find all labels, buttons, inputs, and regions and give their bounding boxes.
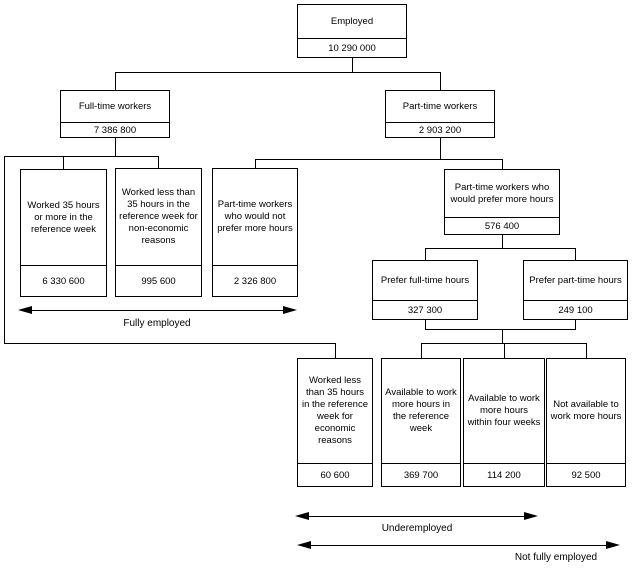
connector-line (425, 248, 426, 260)
connector-line (63, 156, 64, 169)
node-value: 10 290 000 (298, 38, 406, 57)
left-arrowhead-icon (295, 512, 309, 520)
node-pt-would-prefer: Part-time workers who would prefer more … (444, 169, 560, 235)
connector-line (440, 72, 441, 90)
node-value: 92 500 (547, 463, 625, 486)
node-label: Worked less than 35 hours in the referen… (301, 375, 368, 446)
node-employed: Employed 10 290 000 (297, 4, 407, 58)
node-value: 576 400 (445, 217, 559, 234)
connector-line (4, 343, 336, 344)
connector-line (425, 329, 576, 330)
connector-line (575, 248, 576, 260)
right-arrowhead-icon (524, 512, 538, 520)
connector-line (255, 159, 503, 160)
connector-line (425, 320, 426, 329)
node-label: Available to work more hours within four… (467, 393, 541, 428)
node-value: 249 100 (524, 300, 627, 319)
node-value: 995 600 (116, 265, 201, 296)
right-arrowhead-icon (606, 541, 620, 549)
node-pt-would-not-prefer: Part-time workers who would not prefer m… (212, 168, 298, 297)
connector-line (115, 72, 116, 90)
node-value: 114 200 (464, 463, 544, 486)
node-label: Part-time workers who would prefer more … (450, 181, 554, 205)
node-label: Worked 35 hours or more in the reference… (27, 199, 100, 235)
connector-line (115, 72, 441, 73)
node-value: 60 600 (298, 463, 372, 486)
connector-line (335, 343, 336, 358)
connector-line (502, 235, 503, 248)
node-label: Prefer part-time hours (529, 274, 622, 286)
arrow-line (309, 545, 609, 546)
connector-line (255, 159, 256, 168)
node-available-four-weeks: Available to work more hours within four… (463, 358, 545, 487)
connector-line (575, 320, 576, 329)
node-label: Employed (330, 15, 374, 27)
connector-line (115, 138, 116, 156)
node-label: Not available to work more hours (550, 399, 622, 422)
connector-line (586, 343, 587, 358)
node-value: 7 386 800 (61, 122, 169, 137)
node-label: Available to work more hours in the refe… (385, 387, 457, 434)
connector-line (504, 343, 505, 358)
node-value: 6 330 600 (21, 265, 106, 296)
node-value: 2 903 200 (386, 122, 494, 137)
arrow-line (307, 516, 527, 517)
node-label: Worked less than 35 hours in the referen… (119, 187, 198, 246)
right-arrowhead-icon (283, 306, 297, 314)
node-label: Prefer full-time hours (380, 274, 470, 286)
node-worked-35-or-more: Worked 35 hours or more in the reference… (20, 169, 107, 297)
node-part-time-workers: Part-time workers 2 903 200 (385, 90, 495, 138)
fully-employed-label: Fully employed (123, 318, 191, 329)
node-value: 369 700 (382, 463, 460, 486)
connector-line (502, 159, 503, 169)
node-prefer-full-time: Prefer full-time hours 327 300 (372, 260, 478, 320)
node-prefer-part-time: Prefer part-time hours 249 100 (523, 260, 628, 320)
node-worked-less-economic: Worked less than 35 hours in the referen… (297, 358, 373, 487)
node-value: 327 300 (373, 300, 477, 319)
node-full-time-workers: Full-time workers 7 386 800 (60, 90, 170, 138)
connector-line (4, 156, 5, 344)
node-label: Full-time workers (78, 100, 152, 112)
node-not-available: Not available to work more hours 92 500 (546, 358, 626, 487)
connector-line (4, 156, 159, 157)
node-value: 2 326 800 (213, 265, 297, 296)
node-available-reference-week: Available to work more hours in the refe… (381, 358, 461, 487)
arrow-line (30, 310, 286, 311)
connector-line (352, 58, 353, 72)
connector-line (502, 329, 503, 343)
underemployed-label: Underemployed (381, 523, 453, 534)
node-label: Part-time workers (402, 100, 478, 112)
connector-line (421, 343, 422, 358)
connector-line (158, 156, 159, 168)
connector-line (425, 248, 576, 249)
left-arrowhead-icon (297, 541, 311, 549)
not-fully-employed-label: Not fully employed (514, 552, 598, 563)
left-arrowhead-icon (18, 306, 32, 314)
node-worked-less-non-economic: Worked less than 35 hours in the referen… (115, 168, 202, 297)
connector-line (440, 138, 441, 159)
node-label: Part-time workers who would not prefer m… (217, 199, 293, 234)
